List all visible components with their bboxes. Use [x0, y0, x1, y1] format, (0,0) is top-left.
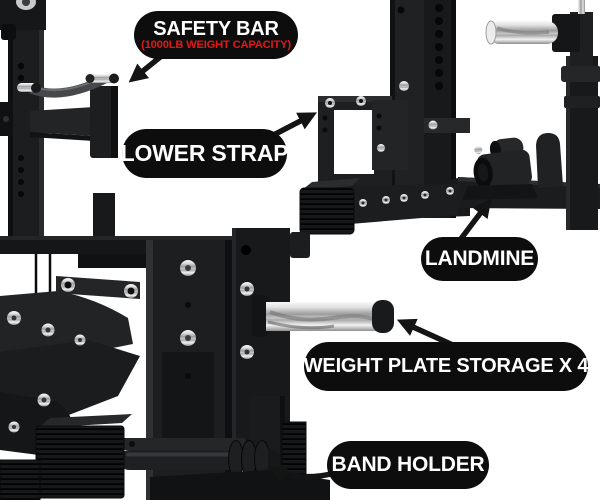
- strap-arm: [30, 107, 94, 136]
- base-bolts: [359, 187, 454, 207]
- foot-fin: [536, 133, 563, 188]
- callout-label: BAND HOLDER: [331, 452, 485, 476]
- storage-peg-top-right: [485, 14, 580, 52]
- callout-landmine: LANDMINE: [421, 237, 538, 281]
- callout-lower-strap: LOWER STRAP: [120, 129, 289, 178]
- landmine-attachment: [473, 137, 532, 190]
- rubber-foot-large: [35, 414, 132, 499]
- rubber-foot-right: [281, 421, 307, 483]
- callout-capacity-label: (1000LB WEIGHT CAPACITY): [141, 38, 291, 51]
- strap-pin-right: [88, 74, 116, 83]
- callout-label: SAFETY BAR: [153, 17, 279, 40]
- callout-weight-plate-storage: WEIGHT PLATE STORAGE X 4: [304, 342, 588, 391]
- callout-band-holder: BAND HOLDER: [327, 441, 489, 489]
- lever-plates: [0, 291, 140, 458]
- rubber-foot-corner: [0, 459, 41, 500]
- rubber-foot: [299, 178, 360, 235]
- weight-plate-storage-peg: [252, 295, 394, 337]
- callout-label: LOWER STRAP: [120, 140, 289, 167]
- callout-safety-bar: SAFETY BAR (1000LB WEIGHT CAPACITY): [134, 11, 298, 59]
- callout-label: WEIGHT PLATE STORAGE X 4: [303, 355, 589, 377]
- band-holder-peg: [118, 438, 280, 478]
- safety-strap-assembly: [0, 0, 119, 240]
- rack-corner-assembly: [0, 228, 394, 500]
- rack-base-assembly: [299, 0, 600, 235]
- chrome-rod: [578, 0, 585, 14]
- callout-label: LANDMINE: [424, 246, 535, 270]
- lower-strap-bracket: [318, 96, 408, 188]
